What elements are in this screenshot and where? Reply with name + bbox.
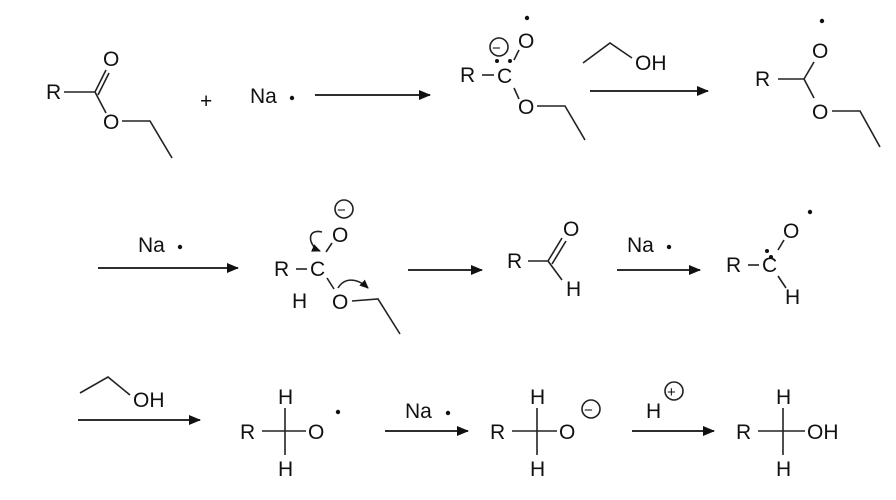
bonds: [325, 242, 401, 335]
atom-oh: OH: [807, 421, 839, 444]
aldehyde-structure: R O H: [507, 218, 581, 301]
atom-h-top: H: [278, 386, 293, 409]
negative-charge: −: [584, 402, 593, 419]
atom-o-ether: O: [812, 101, 828, 124]
radical-dot: [335, 409, 341, 415]
atom-r: R: [736, 421, 751, 444]
atom-c: C: [497, 65, 512, 88]
curved-arrow-icon: [337, 279, 369, 289]
alcohol-structure: R H H OH: [736, 386, 839, 481]
bonds: [262, 408, 306, 455]
alkoxy-radical-structure: R H H O: [240, 386, 341, 481]
positive-charge: +: [667, 384, 676, 401]
sodium-label: Na: [627, 234, 654, 257]
atom-r: R: [46, 81, 61, 104]
atom-o-radical: O: [812, 40, 828, 63]
atom-o-ether: O: [518, 96, 534, 119]
bonds: [513, 49, 586, 141]
ethanol-reagent: OH: [79, 376, 165, 412]
sodium-reagent: Na: [250, 85, 295, 108]
alkoxide-structure: R H H O −: [490, 386, 601, 481]
ester-structure: R O O: [46, 48, 173, 159]
plus-sign: +: [200, 90, 212, 113]
ketal-radical-structure: R O O: [755, 18, 881, 148]
ester-bonds: [64, 69, 173, 159]
sodium-reagent: Na: [405, 400, 451, 423]
tetrahedral-alkoxide-structure: R C H O − O: [274, 199, 401, 335]
radical-dot: [177, 244, 183, 250]
sodium-reagent: Na: [627, 234, 672, 257]
ketyl-radical-structure: R C O H: [726, 209, 813, 309]
bonds: [758, 408, 805, 455]
curved-arrow-icon: [309, 230, 323, 252]
bonds: [528, 237, 567, 281]
negative-charge: −: [337, 202, 346, 219]
atom-o-ether: O: [332, 291, 348, 314]
bonds: [778, 61, 881, 148]
ethyl-chain: [79, 376, 131, 396]
negative-charge: −: [492, 40, 501, 57]
atom-h-bottom: H: [278, 458, 293, 481]
atom-o-radical: O: [518, 30, 534, 53]
atom-o-carbonyl: O: [103, 48, 119, 71]
atom-h: H: [566, 278, 581, 301]
radical-dot: [666, 244, 672, 250]
radical-dot: [289, 95, 295, 101]
ethanol-oh: OH: [635, 52, 667, 75]
atom-r: R: [274, 258, 289, 281]
atom-o-ether: O: [103, 111, 119, 134]
atom-h-bottom: H: [530, 458, 545, 481]
bonds: [777, 239, 787, 289]
atom-r: R: [460, 64, 475, 87]
negative-charge-circle: [581, 399, 601, 419]
atom-o: O: [563, 218, 579, 241]
ethyl-chain: [582, 42, 633, 64]
electron-dot: [508, 59, 512, 63]
radical-anion-structure: R C − O O: [460, 15, 586, 141]
atom-o-anion: O: [332, 224, 348, 247]
atom-h-top: H: [530, 386, 545, 409]
electron-dot: [495, 59, 499, 63]
radical-dot: [807, 209, 813, 215]
sodium-reagent: Na: [138, 234, 183, 257]
atom-c: C: [310, 258, 325, 281]
atom-r: R: [240, 421, 255, 444]
electron-dot: [765, 249, 769, 253]
atom-o: O: [559, 421, 575, 444]
bonds: [512, 408, 557, 455]
radical-dot: [445, 410, 451, 416]
electron-dot: [769, 255, 773, 259]
negative-charge-circle: [334, 199, 354, 219]
proton-h: H: [646, 400, 661, 423]
sodium-label: Na: [250, 85, 277, 108]
atom-r: R: [755, 68, 770, 91]
radical-dot: [524, 15, 530, 21]
atom-h: H: [292, 290, 307, 313]
atom-r: R: [490, 421, 505, 444]
ethanol-oh: OH: [133, 389, 165, 412]
negative-charge-circle: [489, 37, 509, 57]
proton-reagent: H +: [646, 381, 684, 423]
atom-o: O: [308, 421, 324, 444]
positive-charge-circle: [664, 381, 684, 401]
atom-o: O: [783, 220, 799, 243]
radical-dot: [819, 18, 825, 24]
atom-r: R: [507, 250, 522, 273]
atom-h-top: H: [776, 386, 791, 409]
atom-r: R: [726, 254, 741, 277]
sodium-label: Na: [138, 234, 165, 257]
ethanol-reagent: OH: [582, 42, 667, 75]
atom-c: C: [762, 254, 777, 277]
atom-h-bottom: H: [776, 458, 791, 481]
sodium-label: Na: [405, 400, 432, 423]
atom-h: H: [785, 286, 800, 309]
